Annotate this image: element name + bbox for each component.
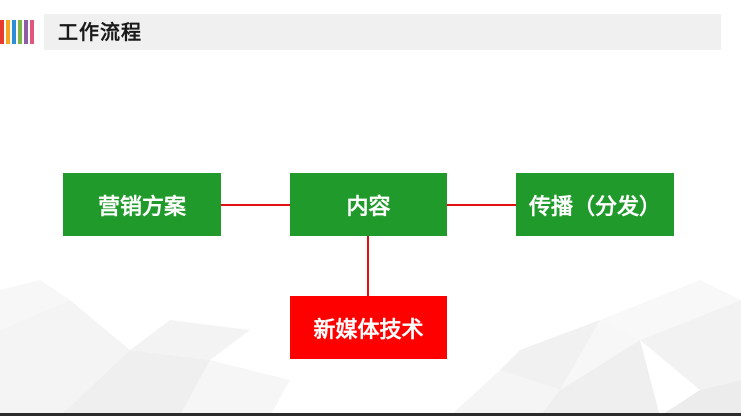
stripe xyxy=(30,20,34,44)
node-label: 新媒体技术 xyxy=(313,317,424,343)
node-label: 传播（分发） xyxy=(528,194,661,220)
node-marketing-plan: 营销方案 xyxy=(63,173,221,236)
node-new-media-tech: 新媒体技术 xyxy=(290,296,447,359)
node-label: 内容 xyxy=(346,194,391,220)
stripe xyxy=(24,20,28,44)
header-bar xyxy=(44,14,721,50)
node-label: 营销方案 xyxy=(97,194,186,220)
stripe xyxy=(12,20,16,44)
stripe xyxy=(6,20,10,44)
bottom-border xyxy=(0,413,741,416)
stripe xyxy=(18,20,22,44)
page-title: 工作流程 xyxy=(58,20,142,44)
node-distribution: 传播（分发） xyxy=(516,173,674,236)
stripe xyxy=(0,20,4,44)
node-content: 内容 xyxy=(290,173,447,236)
header-stripes xyxy=(0,20,34,44)
